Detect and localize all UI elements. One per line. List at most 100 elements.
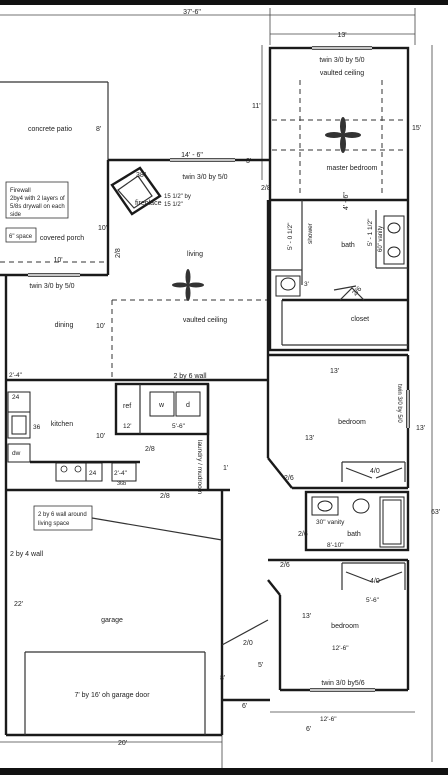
master-sink-1 bbox=[387, 222, 401, 234]
garage-wall-note-line1: 2 by 6 wall around bbox=[38, 512, 87, 518]
dim-13-bed-label: 13' bbox=[330, 368, 339, 375]
door-2-6-d-label: 2/6 bbox=[280, 562, 290, 569]
bath-2-section bbox=[304, 490, 410, 552]
door-2-6-c-label: 2/6 bbox=[298, 531, 308, 538]
bath-2-label: bath bbox=[347, 531, 361, 538]
dim-5-label: 5' bbox=[258, 662, 263, 669]
dim-8-10-label: 8'-10" bbox=[327, 542, 344, 549]
stove-icon bbox=[55, 462, 87, 482]
door-4-0-b-label: 4/0 bbox=[370, 578, 380, 585]
garage-door-label: 7' by 16' oh garage door bbox=[74, 692, 150, 699]
dim-8-label: 8' bbox=[220, 675, 225, 682]
garage-label: garage bbox=[101, 617, 123, 624]
two-by-six-wall-label: 2 by 6 wall bbox=[173, 373, 207, 380]
bedroom-3-label: bedroom bbox=[331, 623, 359, 630]
vaulted-ceiling-master-label: vaulted ceiling bbox=[320, 70, 364, 77]
door-2-6-b-label: 2/6 bbox=[284, 475, 294, 482]
dim-15-label: 15' bbox=[412, 125, 421, 132]
vaulted-ceiling-living-label: vaulted ceiling bbox=[183, 317, 227, 324]
dim-10-bottom-label: 10' bbox=[53, 257, 62, 264]
six-inch-space-label: 6" space bbox=[9, 234, 33, 240]
right-wing-width-label: 13' bbox=[337, 32, 346, 39]
door-2-8-d-label: 2/8 bbox=[160, 493, 170, 500]
bath2-toilet-icon bbox=[352, 498, 370, 514]
door-2-8-c-label: 2/8 bbox=[145, 446, 155, 453]
washer-label: w bbox=[158, 402, 165, 409]
bath-master-label: bath bbox=[341, 242, 355, 249]
dim-3-label: 3' bbox=[246, 158, 251, 165]
dim-10-porch-label: 10' bbox=[98, 225, 107, 232]
dim-6b-label: 6' bbox=[306, 726, 311, 733]
dining-label: dining bbox=[55, 322, 74, 329]
master-sink-2 bbox=[387, 246, 401, 258]
dw-label: dw bbox=[12, 450, 21, 457]
dim-2-4-label: 2'-4" bbox=[9, 372, 23, 379]
fireplace-label: fireplace bbox=[135, 200, 162, 207]
garage-section bbox=[4, 490, 270, 737]
dim-12-label: 12' bbox=[123, 423, 131, 430]
living-section bbox=[0, 158, 270, 458]
six-inch-space-box bbox=[5, 227, 37, 243]
concrete-patio-label: concrete patio bbox=[28, 126, 72, 133]
concrete-patio-area bbox=[0, 81, 109, 160]
living-ceiling-fan-icon bbox=[172, 269, 204, 301]
dryer-label: d bbox=[186, 402, 190, 409]
dim-10-kitchen-label: 10' bbox=[96, 433, 105, 440]
dryer-icon bbox=[175, 391, 201, 417]
dining-section bbox=[4, 275, 268, 490]
vanity-60-label: 60" vanity bbox=[378, 226, 384, 252]
dim-5-6-b-label: 5'-6" bbox=[366, 597, 380, 604]
firewall-note-line2: 2by4 with 2 layers of bbox=[10, 196, 65, 202]
fireplace-size-label-2: 15 1/2" bbox=[164, 202, 183, 208]
dim-8-patio-label: 8' bbox=[96, 126, 101, 133]
door-4-0-a-label: 4/0 bbox=[370, 468, 380, 475]
firewall-note-line3: 5/8s drywall on each bbox=[10, 204, 65, 210]
fireplace-icon bbox=[110, 166, 162, 216]
dim-12-6-label: 12'-6" bbox=[332, 645, 349, 652]
master-ceiling-fan-icon bbox=[325, 117, 361, 153]
overall-width-label: 37'-6" bbox=[183, 9, 201, 16]
two-by-four-wall-label: 2 by 4 wall bbox=[10, 551, 44, 558]
dim-22-label: 22' bbox=[14, 601, 23, 608]
door-2-6-a-label: 2/6 bbox=[351, 286, 363, 298]
dim-20-label: 20' bbox=[118, 740, 127, 747]
dim-36-label: 36 bbox=[33, 424, 41, 431]
dim-5-1-half-label: 5' - 1 1/2" bbox=[367, 218, 374, 246]
dim-36b-label: 36b bbox=[117, 481, 126, 487]
laundry-mudroom-label: laundry / mudroom bbox=[196, 440, 203, 494]
covered-porch-label: covered porch bbox=[40, 235, 84, 242]
kitchen-section bbox=[6, 382, 230, 492]
living-label: living bbox=[187, 251, 203, 258]
bottom-frame-bar bbox=[0, 768, 448, 775]
dim-24-label: 24 bbox=[12, 394, 20, 401]
dim-5-6-label: 5'-6" bbox=[172, 423, 186, 430]
firewall-note-line1: Firewall bbox=[10, 188, 31, 194]
master-wing bbox=[268, 46, 410, 352]
washer-icon bbox=[149, 391, 175, 417]
bedroom-2-label: bedroom bbox=[338, 419, 366, 426]
master-bedroom-label: master bedroom bbox=[327, 165, 378, 172]
window-bed2-label: twin 3/0 by 5/0 bbox=[396, 384, 402, 423]
firewall-note-line4: side bbox=[10, 212, 22, 218]
shower-label: shower bbox=[307, 222, 314, 244]
dim-13-side-label: 13' bbox=[305, 435, 314, 442]
window-master-label: twin 3/0 by 5/0 bbox=[319, 57, 364, 64]
door-2-8-b-label: 2/8 bbox=[115, 248, 122, 258]
window-bed3-label: twin 3/0 by5/6 bbox=[321, 680, 364, 687]
dim-13-bed3-label: 13' bbox=[302, 613, 311, 620]
door-2-8-a-label: 2/8 bbox=[261, 185, 271, 192]
window-living-label: twin 3/0 by 5/0 bbox=[182, 174, 227, 181]
closet-label: closet bbox=[351, 316, 369, 323]
garage-wall-note-line2: living space bbox=[38, 521, 70, 527]
dim-4-6-label: 4' - 6" bbox=[343, 192, 350, 210]
dim-14-6-label: 14' - 6" bbox=[181, 152, 203, 159]
vanity-30-label: 30" vanity bbox=[316, 519, 345, 526]
dim-3-small-label: 3' bbox=[304, 281, 309, 288]
bedroom-3-section bbox=[267, 558, 410, 692]
labels: 37'-6" 13' twin 3/0 by 5/0 vaulted ceili… bbox=[9, 9, 440, 747]
dim-11-label: 11' bbox=[252, 103, 261, 110]
bedroom-2-section bbox=[267, 353, 410, 490]
dishwasher bbox=[7, 443, 31, 463]
dim-24-b-label: 24 bbox=[89, 470, 97, 477]
